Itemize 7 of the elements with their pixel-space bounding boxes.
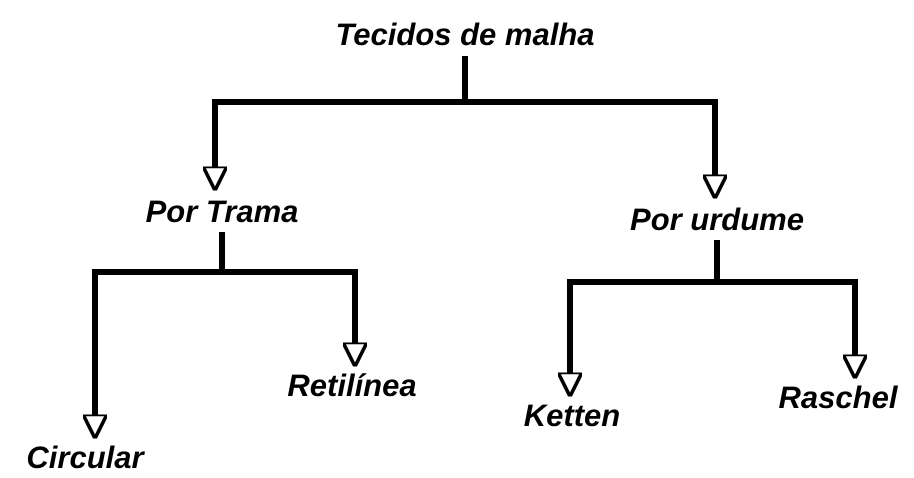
category-label: Por urdume <box>630 200 804 238</box>
category-label: Por Trama <box>146 192 298 230</box>
category-label: Raschel <box>778 380 898 414</box>
category-label: Retilínea <box>287 368 417 402</box>
category-label: Circular <box>26 440 144 474</box>
category-label: Ketten <box>524 398 620 432</box>
category-label: Tecidos de malha <box>336 14 594 54</box>
